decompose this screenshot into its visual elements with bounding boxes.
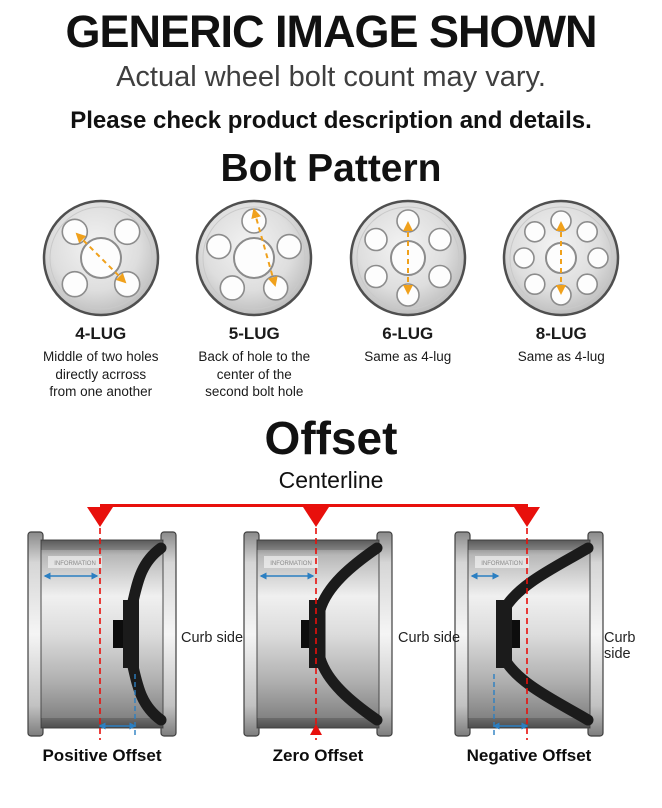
- lug-hole: [524, 273, 546, 296]
- zero-offset-wheel-diagram: INFORMATION: [243, 527, 393, 740]
- watermark-text: INFORMATION: [270, 561, 312, 567]
- 8-lug-diagram-icon: [503, 200, 620, 317]
- 4-lug-diagram-icon: [42, 200, 159, 317]
- page-subtitle: Actual wheel bolt count may vary.: [116, 61, 546, 94]
- lug-hole: [576, 221, 599, 243]
- negative-offset-label: Negative Offset: [466, 745, 592, 765]
- lug-figure-6: 6-LUG Same as 4-lug: [331, 197, 485, 401]
- negative-offset-wheel-diagram: INFORMATION: [454, 527, 604, 740]
- negative-offset-wheel: INFORMATION: [454, 527, 604, 740]
- lug-hole: [427, 264, 452, 289]
- lug-figure-8: 8-LUG Same as 4-lug: [485, 197, 639, 401]
- lug-hole: [113, 218, 141, 246]
- lug-description: Same as 4-lug: [364, 349, 452, 365]
- page-title: GENERIC IMAGE SHOWN: [65, 6, 597, 57]
- lug-hole: [427, 227, 452, 252]
- center-bore: [79, 237, 122, 280]
- header: GENERIC IMAGE SHOWN Actual wheel bolt co…: [0, 8, 662, 135]
- hub-pad: [496, 599, 512, 668]
- lug-description: Middle of two holes directly acrross fro…: [42, 349, 159, 400]
- zero-offset-label: Zero Offset: [272, 745, 364, 765]
- centerline-marker-middle: [303, 506, 329, 527]
- lug-row: 4-LUG Middle of two holes directly acrro…: [0, 197, 662, 401]
- lug-hole: [206, 234, 232, 260]
- lug-label: 4-LUG: [75, 324, 127, 344]
- centerline-line: [100, 503, 528, 507]
- lug-hole: [395, 209, 420, 234]
- lug-label: 8-LUG: [535, 324, 587, 344]
- curb-side-label-3: Curb side: [604, 629, 636, 662]
- centerline-label: Centerline: [278, 466, 384, 493]
- lug-label: 6-LUG: [382, 324, 434, 344]
- zero-offset-wheel: INFORMATION: [243, 527, 393, 740]
- lug-description: Same as 4-lug: [517, 349, 605, 365]
- lug-hole: [263, 275, 289, 301]
- lug-hole: [363, 264, 388, 289]
- lug-hole: [219, 275, 246, 301]
- measurement-line: [75, 232, 127, 284]
- lug-hole: [576, 273, 599, 296]
- zero-offset-marker: [310, 723, 322, 735]
- positive-offset-wheel-diagram: INFORMATION: [27, 527, 177, 740]
- watermark-text: INFORMATION: [54, 561, 96, 567]
- page-note: Please check product description and det…: [70, 107, 592, 135]
- offset-diagram: INFORMATION: [0, 496, 662, 772]
- lug-hole: [363, 227, 388, 252]
- positive-offset-wheel: INFORMATION: [27, 527, 177, 740]
- lug-description: Back of hole to the center of the second…: [198, 349, 311, 400]
- bolt-pattern-section: Bolt Pattern 4-LUG Middle of two holes d…: [0, 147, 662, 401]
- lug-hole: [587, 247, 610, 270]
- lug-hole: [513, 247, 536, 270]
- curb-side-label-2: Curb side: [398, 629, 461, 646]
- bolt-pattern-title: Bolt Pattern: [220, 147, 442, 191]
- lug-figure-4: 4-LUG Middle of two holes directly acrro…: [24, 197, 178, 401]
- 5-lug-diagram-icon: [196, 200, 313, 317]
- centerline-marker-right: [514, 506, 540, 527]
- lug-hole: [61, 271, 88, 298]
- curb-side-label-1: Curb side: [181, 629, 244, 646]
- hub-pad: [123, 599, 139, 668]
- watermark-text: INFORMATION: [481, 561, 523, 567]
- lug-figure-5: 5-LUG Back of hole to the center of the …: [178, 197, 332, 401]
- lug-hole: [276, 234, 303, 260]
- measurement-line: [251, 208, 278, 288]
- 6-lug-diagram-icon: [349, 200, 466, 317]
- lug-label: 5-LUG: [228, 324, 280, 344]
- offset-title: Offset: [264, 411, 398, 464]
- infographic-page: GENERIC IMAGE SHOWN Actual wheel bolt co…: [0, 8, 662, 808]
- positive-offset-label: Positive Offset: [42, 745, 162, 765]
- lug-hole: [524, 221, 546, 243]
- offset-section: Offset Centerline INFORMATION: [0, 411, 662, 772]
- hub-pad: [309, 599, 325, 668]
- centerline-marker-left: [87, 506, 113, 527]
